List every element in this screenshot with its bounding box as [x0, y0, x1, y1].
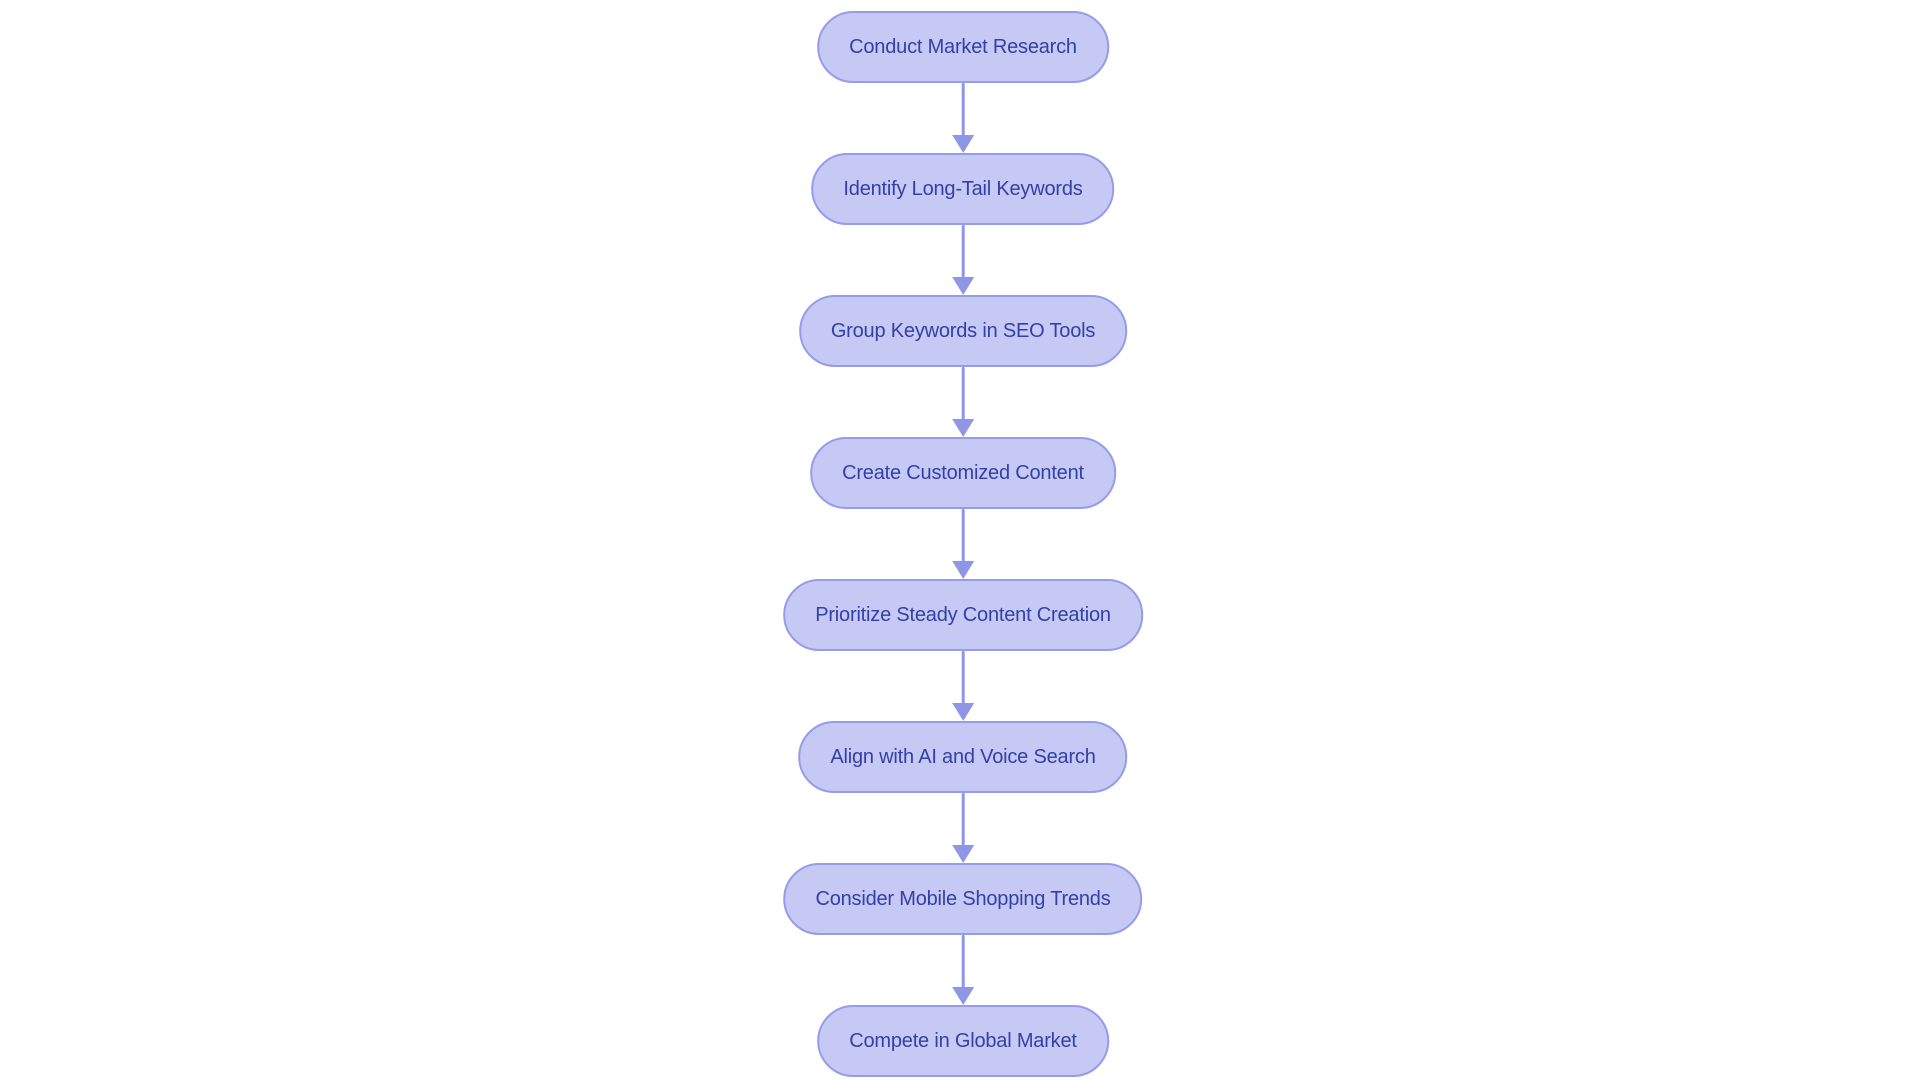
flow-node: Create Customized Content — [810, 437, 1116, 509]
arrow-down-icon — [951, 83, 975, 153]
flowchart: Conduct Market Research Identify Long-Ta… — [783, 11, 1143, 1077]
arrowhead — [951, 845, 974, 863]
arrow-down-icon — [951, 509, 975, 579]
arrow-shaft — [961, 651, 965, 704]
arrow-down-icon — [951, 793, 975, 863]
arrowhead — [951, 987, 974, 1005]
arrow-down-icon — [951, 935, 975, 1005]
arrowhead — [951, 419, 974, 437]
arrow-shaft — [961, 509, 965, 562]
flow-node: Prioritize Steady Content Creation — [783, 579, 1143, 651]
arrow-down-icon — [951, 367, 975, 437]
flow-node: Compete in Global Market — [817, 1005, 1109, 1077]
arrowhead — [951, 135, 974, 153]
arrowhead — [951, 561, 974, 579]
arrow-shaft — [961, 83, 965, 136]
flow-node: Align with AI and Voice Search — [798, 721, 1128, 793]
arrow-shaft — [961, 935, 965, 988]
arrow-shaft — [961, 367, 965, 420]
flow-node: Identify Long-Tail Keywords — [811, 153, 1115, 225]
arrow-shaft — [961, 793, 965, 846]
flow-node: Consider Mobile Shopping Trends — [783, 863, 1143, 935]
arrowhead — [951, 277, 974, 295]
arrow-shaft — [961, 225, 965, 278]
flow-node: Group Keywords in SEO Tools — [798, 295, 1128, 367]
flow-node: Conduct Market Research — [817, 11, 1109, 83]
arrow-down-icon — [951, 225, 975, 295]
arrow-down-icon — [951, 651, 975, 721]
arrowhead — [951, 703, 974, 721]
